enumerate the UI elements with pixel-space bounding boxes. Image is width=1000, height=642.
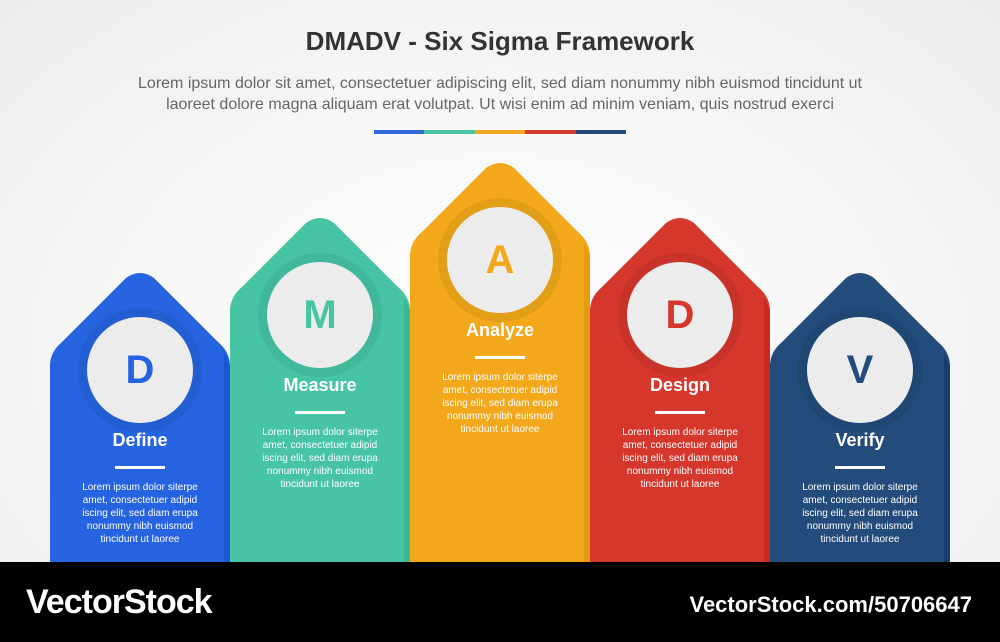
step-letter-circle: A <box>447 207 553 313</box>
accent-segment <box>374 130 425 134</box>
footer-banner: VectorStock VectorStock.com/50706647 <box>0 562 1000 642</box>
step-description-line: tincidunt ut laoree <box>280 479 360 490</box>
step-description-line: nonummy nibh euismod <box>806 521 914 532</box>
step-description-line: iscing elit, sed diam erupa <box>262 453 378 464</box>
step-description-line: amet, consectetuer adipid <box>262 440 378 451</box>
subtitle-line-2: laoreet dolore magna aliquam erat volutp… <box>166 96 834 113</box>
step-description-line: nonummy nibh euismod <box>266 466 374 477</box>
step-description-line: iscing elit, sed diam erupa <box>802 508 918 519</box>
step-divider <box>655 411 705 414</box>
step-description-line: amet, consectetuer adipid <box>622 440 738 451</box>
step-description-line: amet, consectetuer adipid <box>802 495 918 506</box>
step-description-line: nonummy nibh euismod <box>446 411 554 422</box>
step-description-line: iscing elit, sed diam erupa <box>82 508 198 519</box>
step-description-line: amet, consectetuer adipid <box>82 495 198 506</box>
step-description-line: nonummy nibh euismod <box>626 466 734 477</box>
step-description-line: iscing elit, sed diam erupa <box>442 398 558 409</box>
step-description: Lorem ipsum dolor siterpe amet, consectet… <box>432 371 568 436</box>
accent-segment <box>474 130 526 134</box>
step-description-line: Lorem ipsum dolor siterpe <box>262 427 378 438</box>
step-label: Verify <box>835 430 885 450</box>
page-title: DMADV - Six Sigma Framework <box>305 26 695 56</box>
step-label: Analyze <box>465 320 535 340</box>
step-description: Lorem ipsum dolor siterpe amet, consectet… <box>252 426 388 491</box>
step-description-line: nonummy nibh euismod <box>86 521 194 532</box>
step-letter-circle: M <box>267 262 373 368</box>
accent-segment <box>424 130 475 134</box>
step-description: Lorem ipsum dolor siterpe amet, consectet… <box>792 481 928 546</box>
subtitle-line-1: Lorem ipsum dolor sit amet, consectetuer… <box>138 75 862 92</box>
step-label: Design <box>649 375 710 395</box>
step-description-line: tincidunt ut laoree <box>100 534 180 545</box>
step-description-line: Lorem ipsum dolor siterpe <box>622 427 738 438</box>
step-divider <box>475 356 525 359</box>
accent-color-bar <box>374 130 627 134</box>
step-description-line: Lorem ipsum dolor siterpe <box>82 482 198 493</box>
subtitle: Lorem ipsum dolor sit amet, consectetuer… <box>60 73 940 115</box>
step-divider <box>835 466 885 469</box>
step-label: Define <box>112 430 168 450</box>
step-description-line: iscing elit, sed diam erupa <box>622 453 738 464</box>
step-description: Lorem ipsum dolor siterpe amet, consectet… <box>612 426 748 491</box>
step-description-line: tincidunt ut laoree <box>820 534 900 545</box>
step-description-line: tincidunt ut laoree <box>460 424 540 435</box>
step-divider <box>295 411 345 414</box>
footer-url: VectorStock.com/50706647 <box>689 592 972 617</box>
accent-segment <box>525 130 576 134</box>
step-divider <box>115 466 165 469</box>
step-description-line: Lorem ipsum dolor siterpe <box>802 482 918 493</box>
step-label: Measure <box>283 375 357 395</box>
step-description: Lorem ipsum dolor siterpe amet, consectet… <box>72 481 208 546</box>
step-letter-circle: D <box>87 317 193 423</box>
footer-brand-logo: VectorStock <box>26 583 213 621</box>
step-description-line: tincidunt ut laoree <box>640 479 720 490</box>
step-letter-circle: V <box>807 317 913 423</box>
step-description-line: amet, consectetuer adipid <box>442 385 558 396</box>
step-letter-circle: D <box>627 262 733 368</box>
accent-segment <box>575 130 627 134</box>
step-description-line: Lorem ipsum dolor siterpe <box>442 372 558 383</box>
